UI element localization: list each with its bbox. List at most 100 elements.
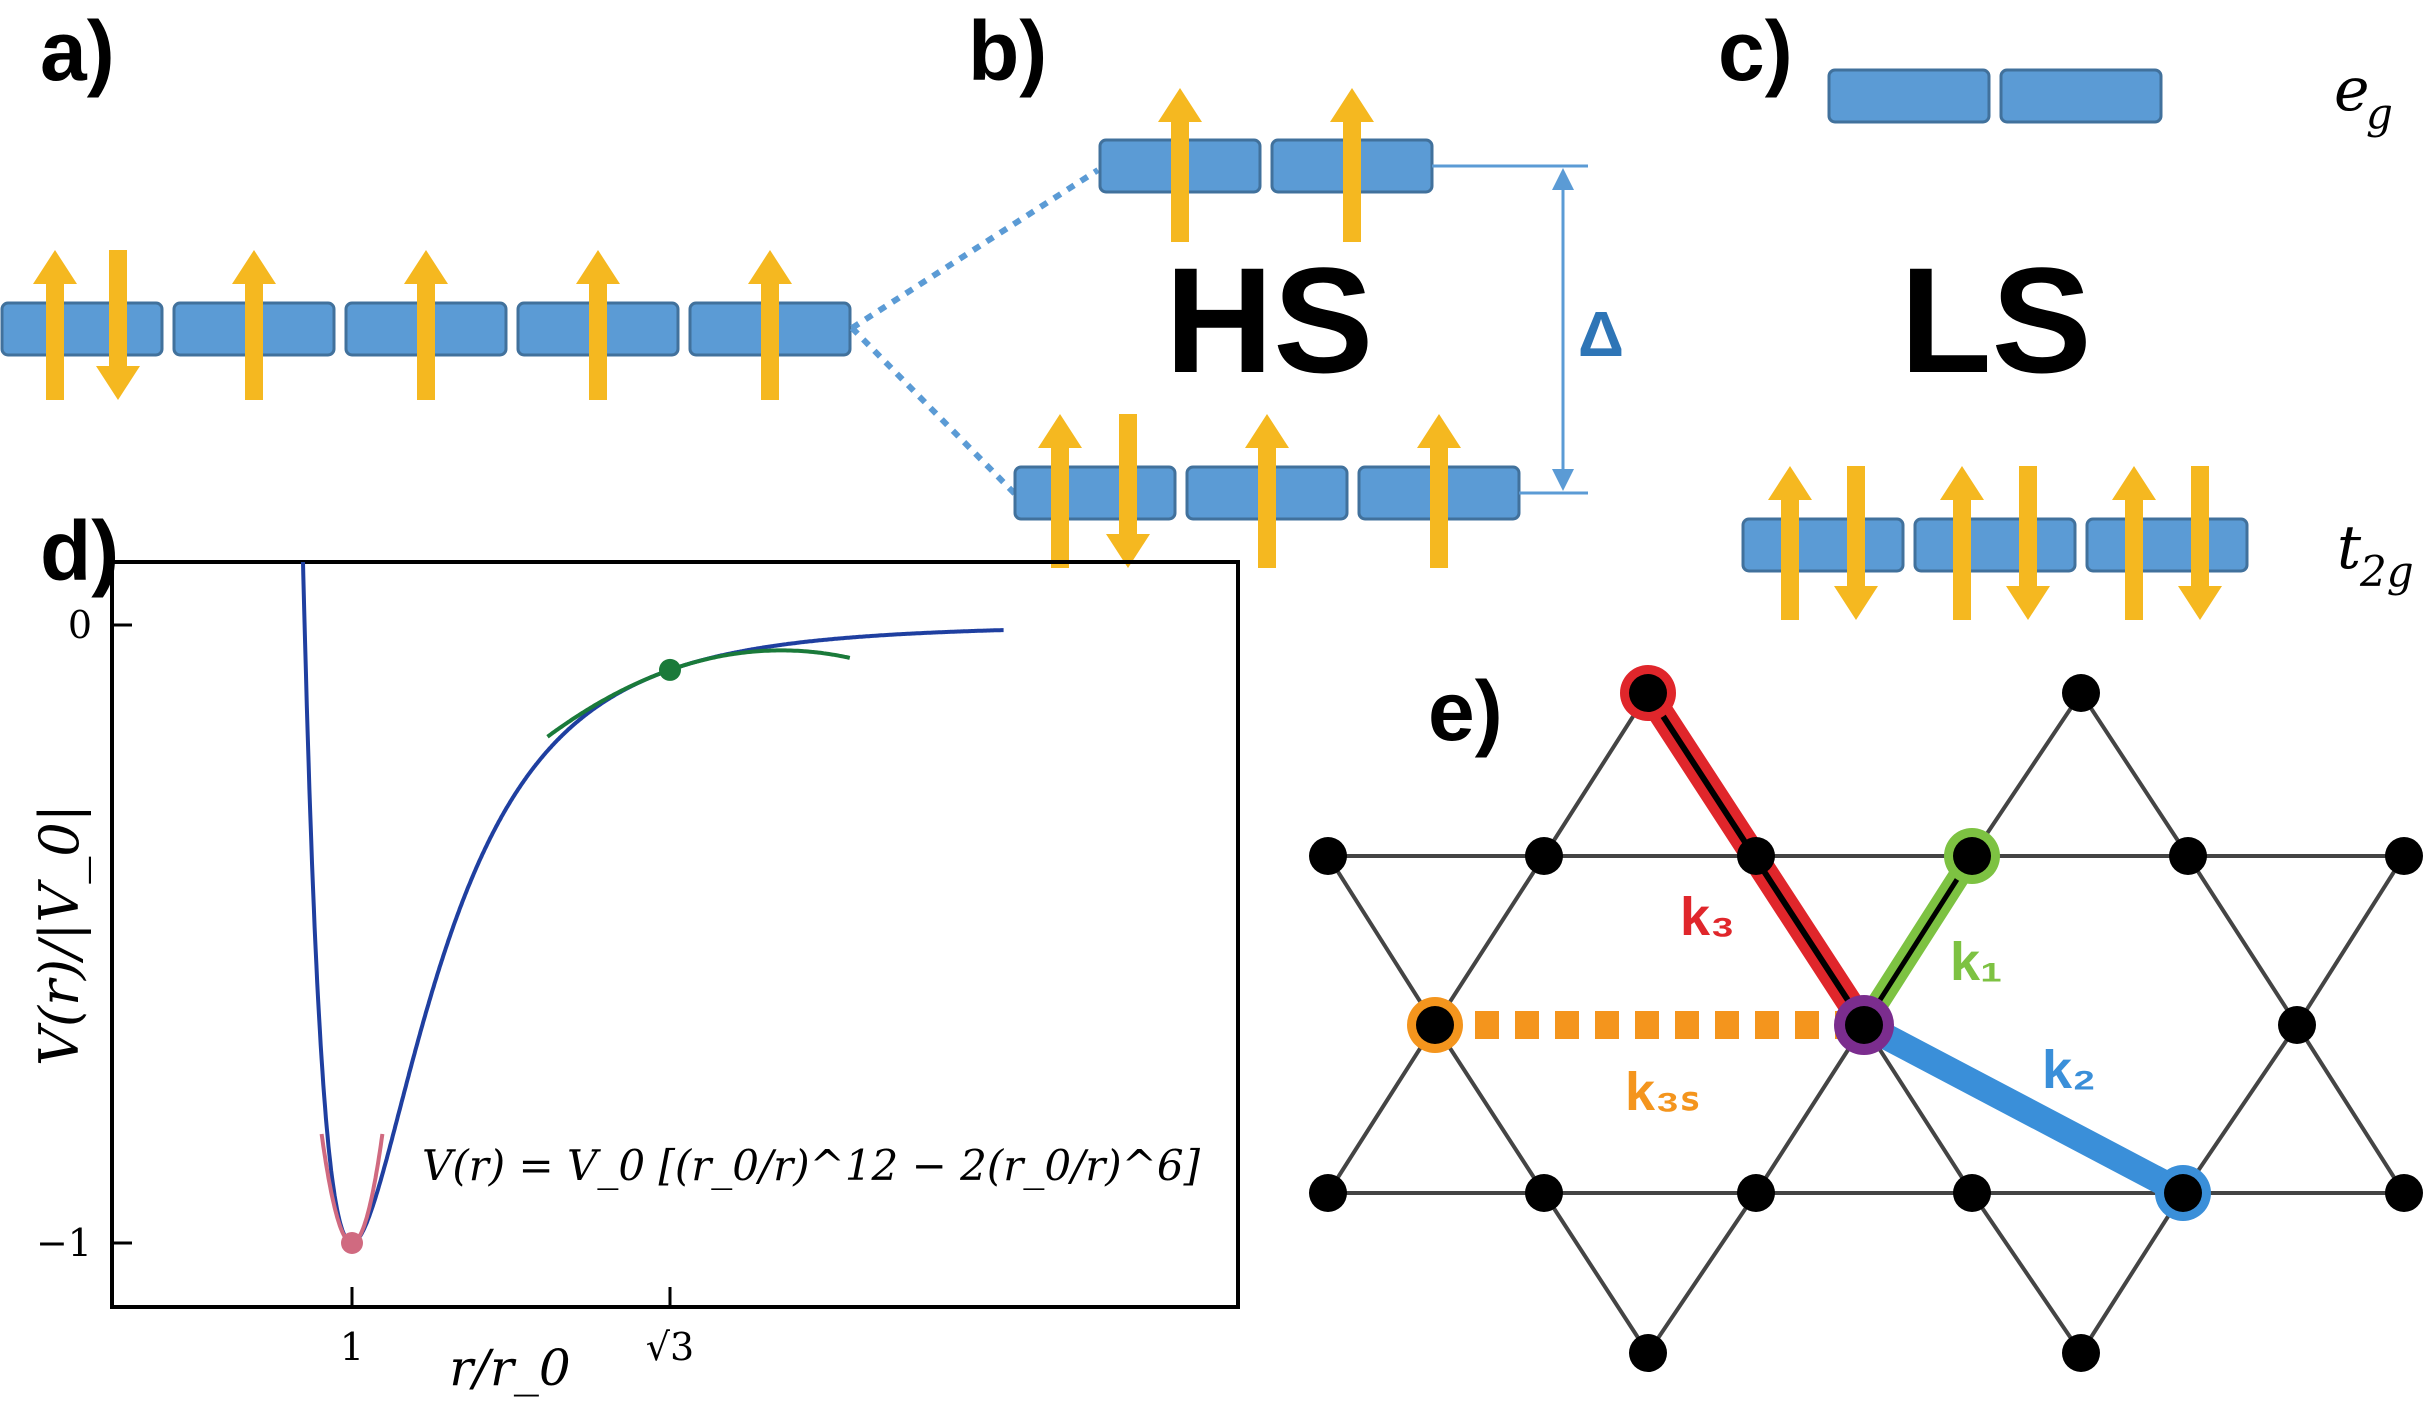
- bond-k3-label: k₃: [1680, 887, 1735, 947]
- svg-text:g: g: [2366, 89, 2393, 138]
- svg-text:2g: 2g: [2359, 547, 2414, 596]
- spin-down-arrow: [2006, 466, 2050, 620]
- lattice-site: [1629, 674, 1667, 712]
- minimum-point: [341, 1232, 363, 1254]
- lattice-site: [1845, 1006, 1883, 1044]
- lattice-bond: [1646, 1191, 1758, 1355]
- lj-formula: V(r) = V_0 [(r_0/r)^12 − 2(r_0/r)^6]: [422, 1141, 1201, 1190]
- sqrt3-point: [659, 658, 681, 681]
- lj-potential-curve: [301, 562, 1004, 1246]
- spin-up-arrow: [1158, 88, 1202, 242]
- spin-up-arrow: [232, 250, 276, 400]
- bond-k2-label: k₂: [2042, 1040, 2096, 1100]
- spin-down-arrow: [96, 250, 140, 400]
- y-axis-label: V(r)/|V_0|: [28, 804, 91, 1066]
- lattice-site: [2062, 674, 2100, 712]
- xtick-1: 1: [340, 1325, 364, 1369]
- gap-arrow: [1552, 168, 1574, 491]
- panel-a-label: a): [40, 4, 115, 98]
- orbital-c-eg-2: [1999, 68, 2163, 124]
- orbital-c-t2g-2: [1913, 517, 2077, 573]
- panel-b-spins: [1038, 88, 1461, 568]
- orbital-b-t2g-1: [1013, 465, 1177, 521]
- lattice-bond: [1754, 1023, 1866, 1195]
- lattice-site: [1416, 1006, 1454, 1044]
- panel-a-orbitals: [0, 301, 852, 357]
- panel-d-label: d): [40, 504, 119, 598]
- spin-down-arrow: [1834, 466, 1878, 620]
- lattice-bond: [1326, 854, 1437, 1027]
- svg-text:e: e: [2334, 55, 2370, 125]
- lattice-bond: [2186, 854, 2299, 1027]
- lattice-bond: [1433, 1023, 1546, 1195]
- spin-up-arrow: [1330, 88, 1374, 242]
- lattice-bond: [2079, 1191, 2185, 1355]
- lattice-bond: [1542, 1191, 1650, 1355]
- spin-up-arrow: [576, 250, 620, 400]
- lattice-site: [2385, 837, 2423, 875]
- low-spin-label: LS: [1900, 236, 2092, 404]
- spin-up-arrow: [1245, 414, 1289, 568]
- splitting-connector-lower: [849, 325, 1018, 497]
- lattice-site: [1309, 1174, 1347, 1212]
- spin-down-arrow: [2178, 466, 2222, 620]
- lattice-site: [2062, 1334, 2100, 1372]
- spin-up-arrow: [1768, 466, 1812, 620]
- eg-level-label: e g: [2334, 55, 2393, 138]
- spin-up-arrow: [1417, 414, 1461, 568]
- kagome-lattice: [1309, 665, 2423, 1372]
- lattice-site: [2278, 1006, 2316, 1044]
- spin-down-arrow: [1106, 414, 1150, 568]
- plot-frame: [110, 560, 1240, 1309]
- lattice-site: [2385, 1174, 2423, 1212]
- lattice-sites: [1309, 674, 2423, 1372]
- panel-c-spins: [1768, 466, 2222, 620]
- panel-a-spins: [33, 250, 792, 400]
- ytick-minus-1: −1: [36, 1221, 92, 1265]
- lattice-bond: [1862, 1023, 1974, 1195]
- lattice-bond: [2079, 691, 2190, 858]
- t2g-level-label: t 2g: [2337, 513, 2414, 596]
- lattice-site: [1525, 837, 1563, 875]
- lattice-bond: [1970, 1191, 2083, 1355]
- lattice-site: [1629, 1334, 1667, 1372]
- spin-up-arrow: [33, 250, 77, 400]
- orbital-a-1: [0, 301, 164, 357]
- lattice-bond: [2181, 1023, 2299, 1195]
- gap-label: Δ: [1578, 298, 1624, 370]
- lattice-site: [1525, 1174, 1563, 1212]
- lattice-bond: [1326, 1023, 1437, 1195]
- spin-up-arrow: [2112, 466, 2156, 620]
- ytick-0: 0: [68, 603, 92, 647]
- x-axis-label: r/r_0: [449, 1339, 570, 1397]
- orbital-c-eg-1: [1827, 68, 1991, 124]
- panel-e-label: e): [1428, 664, 1503, 758]
- lattice-site: [1309, 837, 1347, 875]
- lattice-bond: [1542, 691, 1650, 858]
- panel-b-label: b): [968, 4, 1047, 98]
- xtick-sqrt3: √3: [646, 1325, 694, 1369]
- bond-k1-label: k₁: [1950, 932, 2002, 992]
- lattice-bond: [2295, 1023, 2406, 1195]
- panel-c-label: c): [1718, 4, 1793, 98]
- splitting-connector-upper: [850, 167, 1100, 331]
- bond-k2: [1851, 1012, 2196, 1206]
- orbital-c-t2g-1: [1741, 517, 1905, 573]
- lattice-bond: [1970, 691, 2083, 858]
- svg-text:t: t: [2337, 513, 2362, 583]
- lattice-bond: [2295, 854, 2406, 1027]
- spin-up-arrow: [404, 250, 448, 400]
- lattice-bond: [1433, 854, 1546, 1027]
- axis-ticks: [112, 623, 672, 1307]
- lattice-site: [1953, 1174, 1991, 1212]
- spin-up-arrow: [1038, 414, 1082, 568]
- lattice-site: [2169, 837, 2207, 875]
- orbital-c-t2g-3: [2085, 517, 2249, 573]
- bond-k3s-label: k₃ₛ: [1625, 1062, 1700, 1122]
- spin-up-arrow: [748, 250, 792, 400]
- lattice-site: [1737, 837, 1775, 875]
- lattice-site: [1737, 1174, 1775, 1212]
- bond-k1-core: [1861, 854, 1975, 1027]
- lattice-site: [2164, 1174, 2202, 1212]
